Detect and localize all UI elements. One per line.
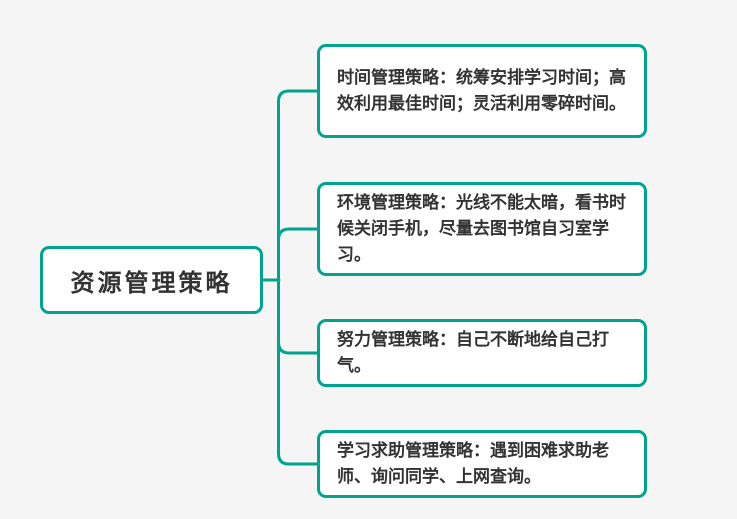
branch-node-label: 努力管理策略：自己不断地给自己打气。 [337,330,609,375]
branch-node-effort-management[interactable]: 努力管理策略：自己不断地给自己打气。 [317,319,647,387]
branch3-connector-line [277,340,319,355]
branch-node-label: 环境管理策略：光线不能太暗，看书时候关闭手机，尽量去图书馆自习室学习。 [337,193,626,264]
root-node[interactable]: 资源管理策略 [40,246,263,314]
branch2-connector-line [277,227,319,242]
branch-node-help-seeking-management[interactable]: 学习求助管理策略：遇到困难求助老师、询问同学、上网查询。 [317,430,647,498]
branch-node-time-management[interactable]: 时间管理策略：统筹安排学习时间；高效利用最佳时间；灵活利用零碎时间。 [317,44,647,138]
trunk-connector-line [277,89,319,466]
branch-node-label: 时间管理策略：统筹安排学习时间；高效利用最佳时间；灵活利用零碎时间。 [337,68,626,113]
branch-node-environment-management[interactable]: 环境管理策略：光线不能太暗，看书时候关闭手机，尽量去图书馆自习室学习。 [317,182,647,276]
branch-node-label: 学习求助管理策略：遇到困难求助老师、询问同学、上网查询。 [337,441,609,486]
root-node-label: 资源管理策略 [70,269,233,297]
